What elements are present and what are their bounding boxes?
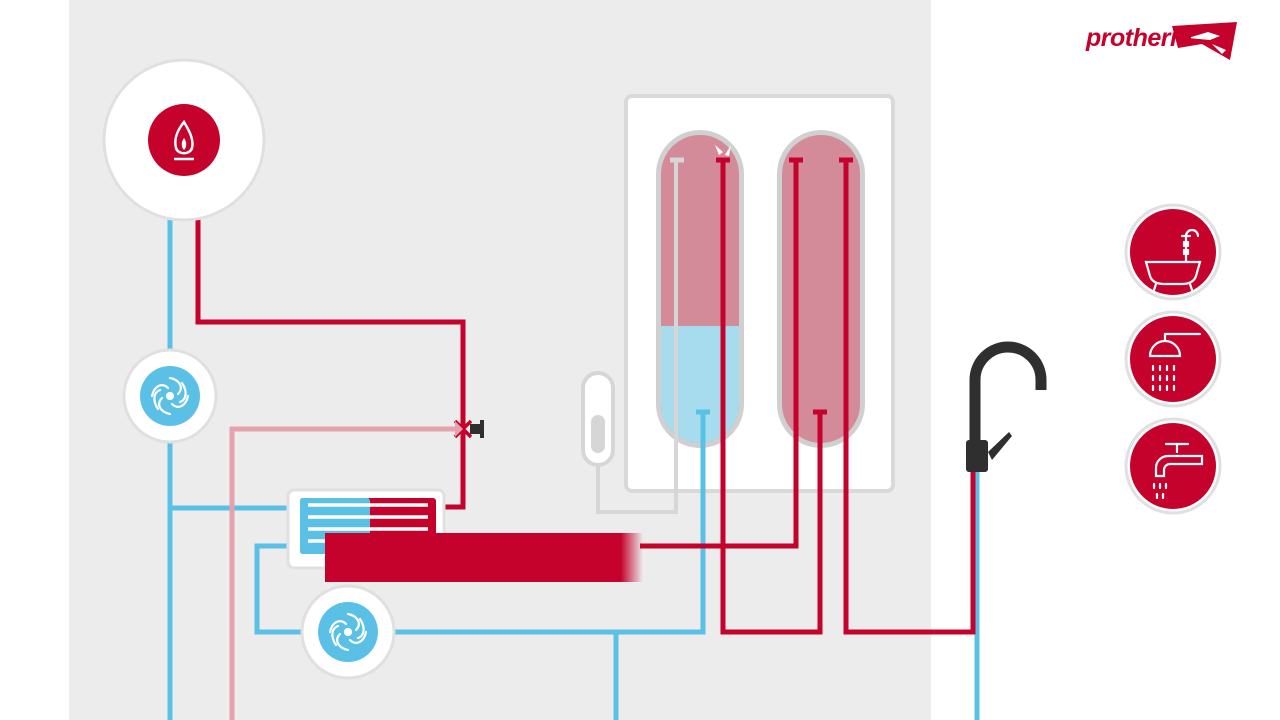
bathtub-icon (1144, 228, 1202, 292)
protherm-logo: protherm (1082, 20, 1242, 68)
thermostat-icon (581, 157, 684, 514)
pump-icon (150, 376, 190, 416)
pump-top (122, 348, 218, 444)
hot-water-pipes (189, 81, 976, 635)
boiler (102, 58, 266, 222)
hot-water-bar (325, 533, 643, 582)
bathtub-button[interactable] (1124, 203, 1222, 301)
brand-name: protherm (1086, 24, 1192, 52)
shower-icon (1148, 332, 1202, 392)
tap-icon (1152, 442, 1204, 500)
flame-icon (174, 119, 194, 161)
shower-button[interactable] (1124, 310, 1222, 408)
pump-bottom (300, 584, 396, 680)
sensor-marker (715, 145, 731, 156)
tank-right (777, 130, 865, 448)
tap-button[interactable] (1124, 417, 1222, 515)
panther-logo-icon (1172, 22, 1237, 60)
pump-icon (328, 612, 368, 652)
return-pipe (229, 426, 462, 720)
three-way-valve-icon (453, 419, 484, 439)
tank-left (656, 130, 744, 448)
kitchen-faucet-icon (966, 341, 1047, 472)
